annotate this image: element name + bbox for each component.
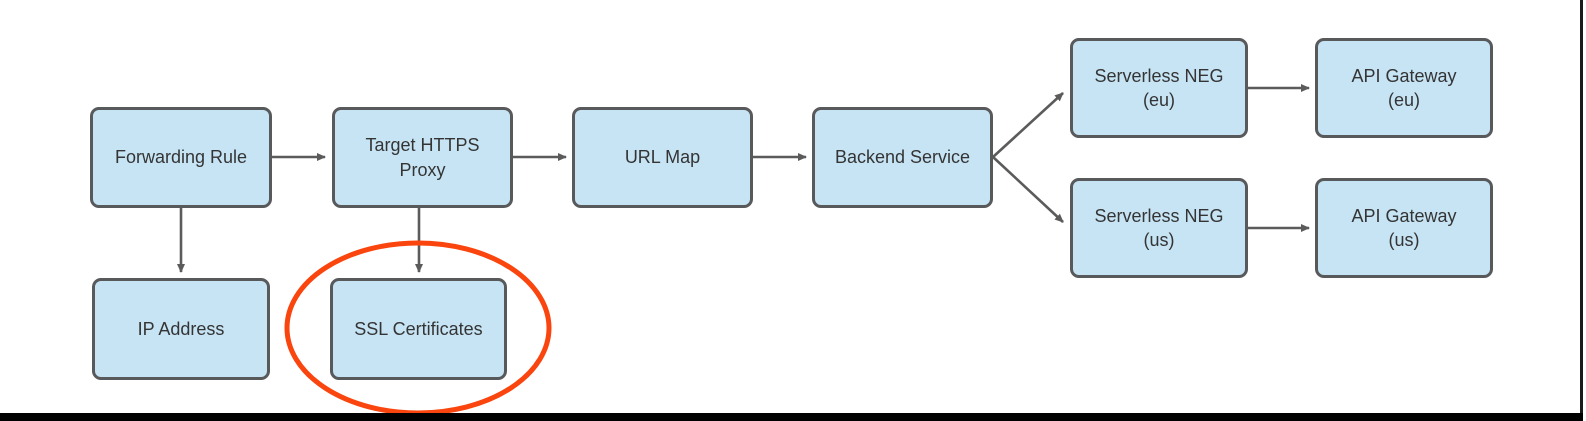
node-serverless-neg-eu: Serverless NEG (eu) — [1070, 38, 1248, 138]
edge-backend-service-to-serverless-neg-eu — [992, 92, 1064, 158]
node-ip-address: IP Address — [92, 278, 270, 380]
node-api-gateway-us-label: API Gateway (us) — [1351, 205, 1457, 250]
node-target-https-proxy: Target HTTPS Proxy — [332, 107, 513, 208]
node-forwarding-rule-label: Forwarding Rule — [114, 147, 248, 168]
node-serverless-neg-eu-label: Serverless NEG (eu) — [1094, 65, 1224, 110]
node-ssl-certificates: SSL Certificates — [330, 278, 507, 380]
node-serverless-neg-us: Serverless NEG (us) — [1070, 178, 1248, 278]
node-api-gateway-us: API Gateway (us) — [1315, 178, 1493, 278]
node-backend-service-label: Backend Service — [834, 147, 971, 168]
node-ip-address-label: IP Address — [137, 318, 225, 339]
node-ssl-certificates-label: SSL Certificates — [354, 318, 483, 339]
bottom-border-bar — [0, 413, 1583, 421]
node-url-map: URL Map — [572, 107, 753, 208]
node-url-map-label: URL Map — [624, 147, 701, 168]
node-target-https-proxy-label: Target HTTPS Proxy — [365, 135, 480, 180]
node-backend-service: Backend Service — [812, 107, 993, 208]
node-api-gateway-eu: API Gateway (eu) — [1315, 38, 1493, 138]
node-forwarding-rule: Forwarding Rule — [90, 107, 272, 208]
node-api-gateway-eu-label: API Gateway (eu) — [1351, 65, 1457, 110]
node-serverless-neg-us-label: Serverless NEG (us) — [1094, 205, 1224, 250]
right-edge-line — [1580, 0, 1583, 421]
edge-backend-service-to-serverless-neg-us — [992, 156, 1064, 223]
